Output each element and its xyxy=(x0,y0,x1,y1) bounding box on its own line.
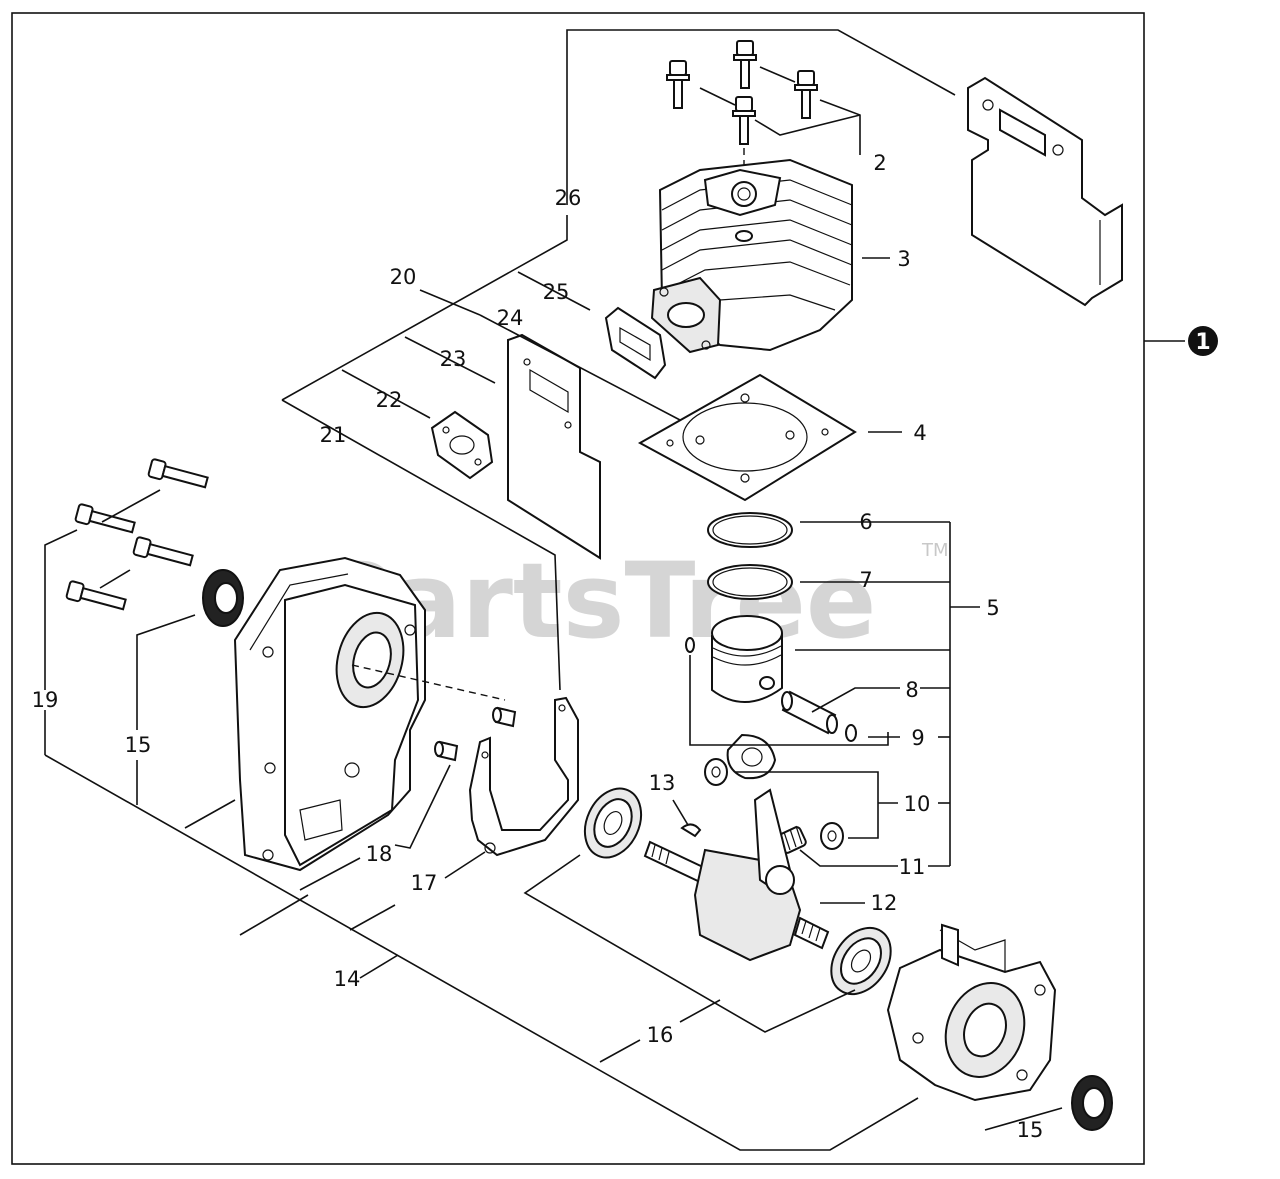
intake-gasket-part xyxy=(430,410,494,480)
label-4: 4 xyxy=(913,421,926,445)
thrust-washer-part xyxy=(704,758,728,786)
label-11: 11 xyxy=(899,855,926,879)
part-labels: 2 3 4 5 6 7 8 9 10 11 12 13 14 15 15 16 … xyxy=(32,151,1044,1142)
label-25: 25 xyxy=(543,280,570,304)
label-14: 14 xyxy=(334,967,361,991)
exhaust-gasket-part xyxy=(604,306,667,380)
cylinder-bolt-part xyxy=(666,40,818,145)
circlip-part-2 xyxy=(845,724,857,742)
label-15-left: 15 xyxy=(125,733,152,757)
diagram-frame xyxy=(11,12,1145,1165)
piston-ring-part xyxy=(707,512,793,548)
label-24: 24 xyxy=(497,306,524,330)
label-16: 16 xyxy=(647,1023,674,1047)
oil-seal-part xyxy=(202,569,244,627)
label-22: 22 xyxy=(376,388,403,412)
label-21: 21 xyxy=(320,423,347,447)
oil-seal-part-2 xyxy=(1071,1075,1113,1131)
crankcase-right-part xyxy=(886,923,1057,1102)
watermark-trademark: TM xyxy=(921,540,949,561)
crankcase-bolt-part xyxy=(65,458,209,611)
label-17: 17 xyxy=(411,871,438,895)
ball-bearing-part xyxy=(583,787,643,859)
thrust-washer-part-2 xyxy=(820,822,844,850)
label-5: 5 xyxy=(986,596,999,620)
label-19: 19 xyxy=(32,688,59,712)
label-23: 23 xyxy=(440,347,467,371)
label-10: 10 xyxy=(904,792,931,816)
label-2: 2 xyxy=(873,151,886,175)
heat-shield-part xyxy=(967,76,1123,307)
cylinder-gasket-part xyxy=(637,373,857,502)
insulator-gasket-part xyxy=(507,333,601,560)
woodruff-key-part xyxy=(680,823,702,838)
piston-ring-part-2 xyxy=(707,564,793,600)
ball-bearing-part-2 xyxy=(830,926,892,996)
assembly-badge: 1 xyxy=(1144,326,1218,356)
assembly-badge-number: 1 xyxy=(1195,330,1210,355)
circlip-part xyxy=(685,637,695,653)
label-15-right: 15 xyxy=(1017,1118,1044,1142)
label-12: 12 xyxy=(871,891,898,915)
label-26: 26 xyxy=(555,186,582,210)
crankcase-gasket-part xyxy=(468,696,579,857)
label-18: 18 xyxy=(366,842,393,866)
crankshaft-part xyxy=(643,733,830,962)
label-8: 8 xyxy=(905,678,918,702)
label-6: 6 xyxy=(859,510,872,534)
label-9: 9 xyxy=(911,726,924,750)
label-13: 13 xyxy=(649,771,676,795)
label-3: 3 xyxy=(897,247,910,271)
dowel-pin-part xyxy=(434,706,517,762)
leader-lines xyxy=(44,29,1063,1151)
piston-part xyxy=(711,615,783,703)
crankcase-left-part xyxy=(233,556,426,872)
piston-pin-part xyxy=(781,690,838,735)
label-20: 20 xyxy=(390,265,417,289)
cylinder-part xyxy=(650,158,853,354)
label-7: 7 xyxy=(859,568,872,592)
